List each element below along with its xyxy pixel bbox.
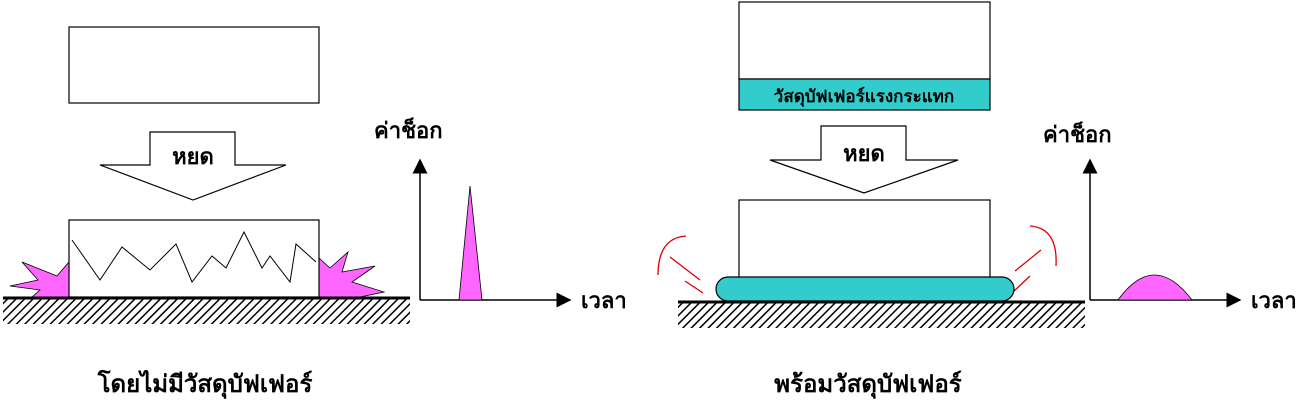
impact-lines: [657, 225, 1057, 294]
ground-hatch: [3, 299, 410, 324]
left-panel: หยด ค่าช็อก เวลา โดยไม่มีวัสดุบัฟเฟอร์: [3, 26, 627, 400]
axis-x-label: เวลา: [581, 288, 627, 314]
drop-label: หยด: [843, 141, 885, 167]
shock-burst-left: [9, 260, 70, 298]
shock-spike: [458, 185, 483, 301]
object-box-impact: [738, 199, 991, 279]
shock-curve: [1117, 274, 1193, 301]
drop-arrow: หยด: [99, 131, 287, 201]
object-box-impact: [68, 219, 320, 298]
drop-label: หยด: [172, 144, 214, 170]
axis-y-label: ค่าช็อก: [374, 116, 443, 144]
fracture-line: [71, 230, 317, 284]
buffer-material-compressed: [715, 276, 1015, 302]
buffer-label: วัสดุบัฟเฟอร์แรงกระแทก: [774, 86, 954, 107]
object-box-falling: [68, 26, 320, 104]
axis-x-label: เวลา: [1251, 288, 1297, 314]
axis-y-label: ค่าช็อก: [1043, 120, 1112, 148]
drop-arrow: หยด: [769, 125, 959, 194]
ground-hatch: [678, 303, 1085, 328]
caption-right: พร้อมวัสดุบัฟเฟอร์: [774, 369, 961, 400]
right-panel: วัสดุบัฟเฟอร์แรงกระแทก หยด ค่าช็อก เวลา …: [657, 1, 1297, 400]
object-box-falling: [738, 1, 991, 80]
shock-burst-right: [318, 250, 386, 298]
caption-left: โดยไม่มีวัสดุบัฟเฟอร์: [97, 369, 313, 400]
buffer-material-strip: [738, 78, 991, 111]
